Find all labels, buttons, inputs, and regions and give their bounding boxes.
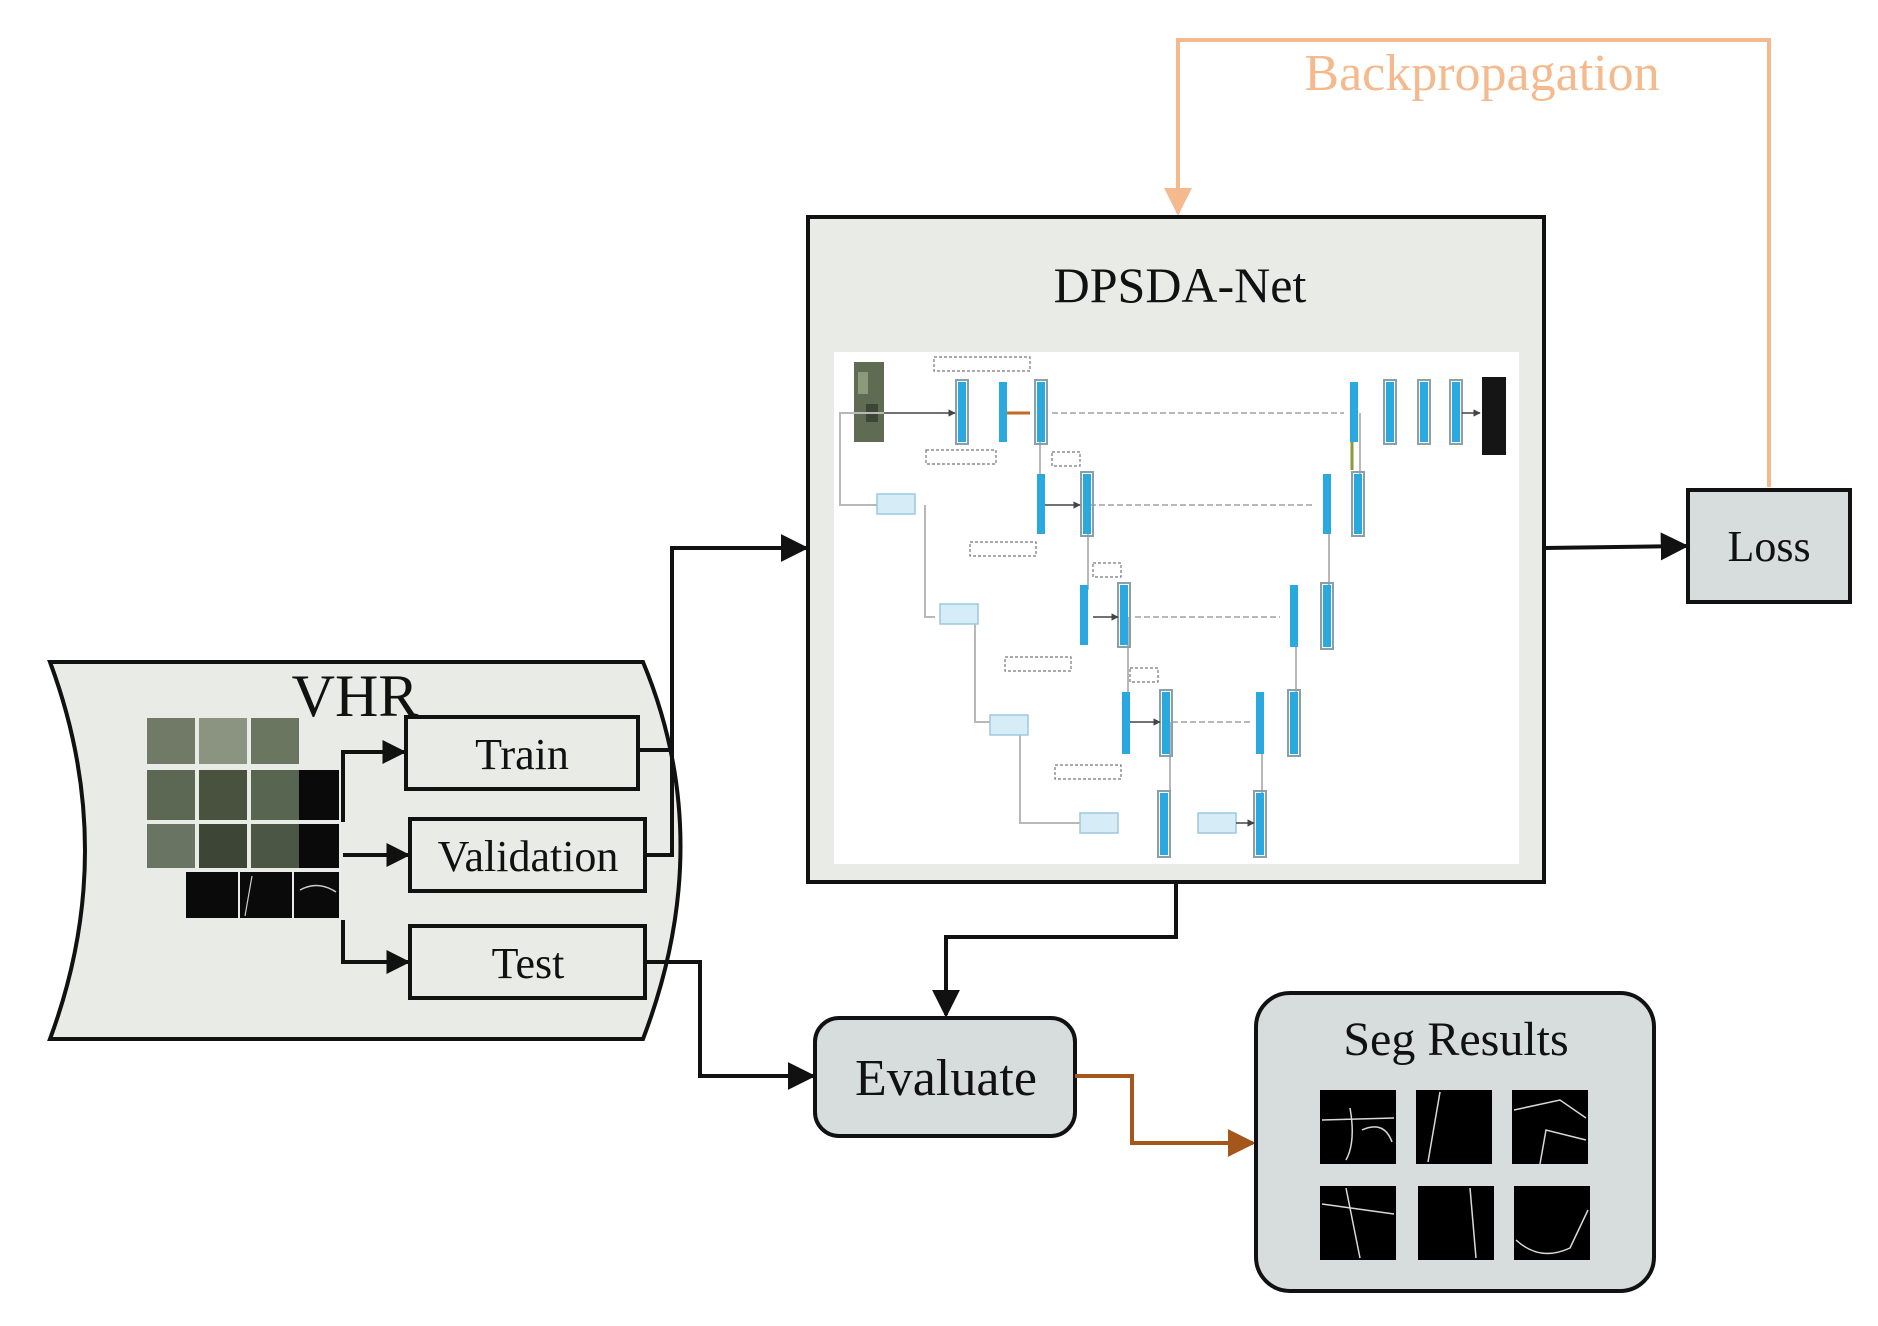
dataset-image-grid <box>147 718 339 918</box>
seg-results-title: Seg Results <box>1343 1013 1568 1066</box>
backprop-label: Backpropagation <box>1304 45 1659 102</box>
net-to-loss-arrow <box>1543 532 1689 561</box>
loss-label: Loss <box>1727 522 1810 571</box>
evaluate-label: Evaluate <box>855 1050 1037 1107</box>
test-to-evaluate-arrow <box>645 960 816 1090</box>
validation-label: Validation <box>438 832 619 881</box>
output-image-thumbnail <box>1482 377 1506 455</box>
seg-result-images <box>1320 1090 1590 1260</box>
test-box <box>408 924 647 1000</box>
net-to-evaluate-arrow <box>932 882 1178 1018</box>
loss-box <box>1686 488 1852 604</box>
dpsda-net-title: DPSDA-Net <box>1054 257 1307 313</box>
backprop-connector <box>1164 38 1771 487</box>
test-label: Test <box>492 939 565 988</box>
validation-box <box>408 817 647 893</box>
train-box <box>404 715 640 791</box>
evaluate-to-results-arrow <box>1075 1074 1256 1157</box>
network-architecture-image <box>834 352 1519 864</box>
train-to-net-arrow <box>638 534 809 857</box>
vhr-label: VHR <box>292 663 419 729</box>
train-label: Train <box>475 730 569 779</box>
split-arrows <box>341 740 411 974</box>
